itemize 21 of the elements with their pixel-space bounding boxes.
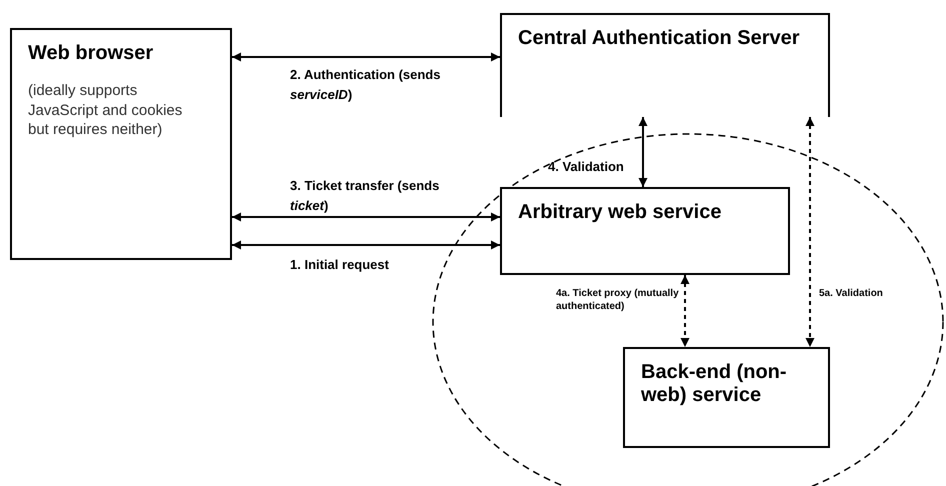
box-title: Central Authentication Server <box>518 27 800 50</box>
process-box <box>500 187 790 275</box>
arrow <box>680 275 690 347</box>
edge-label: 1. Initial request <box>290 256 390 274</box>
arrow <box>232 212 500 222</box>
box-title: Web browser <box>28 42 154 65</box>
edge-label: 5a. Validation <box>819 287 884 301</box>
process-box <box>500 13 830 117</box>
box-description: (ideally supports JavaScript and cookies but requires neither) <box>28 81 184 140</box>
arrow <box>806 117 814 347</box>
edge-label: 2. Authentication (sends serviceID) <box>290 66 442 104</box>
process-box <box>10 28 232 260</box>
process-box <box>623 347 830 448</box>
arrow <box>638 117 648 187</box>
edge-label: 3. Ticket transfer (sends ticket) <box>290 177 440 215</box>
arrow <box>232 240 500 250</box>
box-title: Arbitrary web service <box>518 201 722 224</box>
edge-label: 4a. Ticket proxy (mutually authenticated) <box>556 288 680 313</box>
edge-label: 4. Validation <box>548 158 625 176</box>
arrow <box>232 52 500 62</box>
box-title: Back-end (non-web) service <box>641 361 788 407</box>
